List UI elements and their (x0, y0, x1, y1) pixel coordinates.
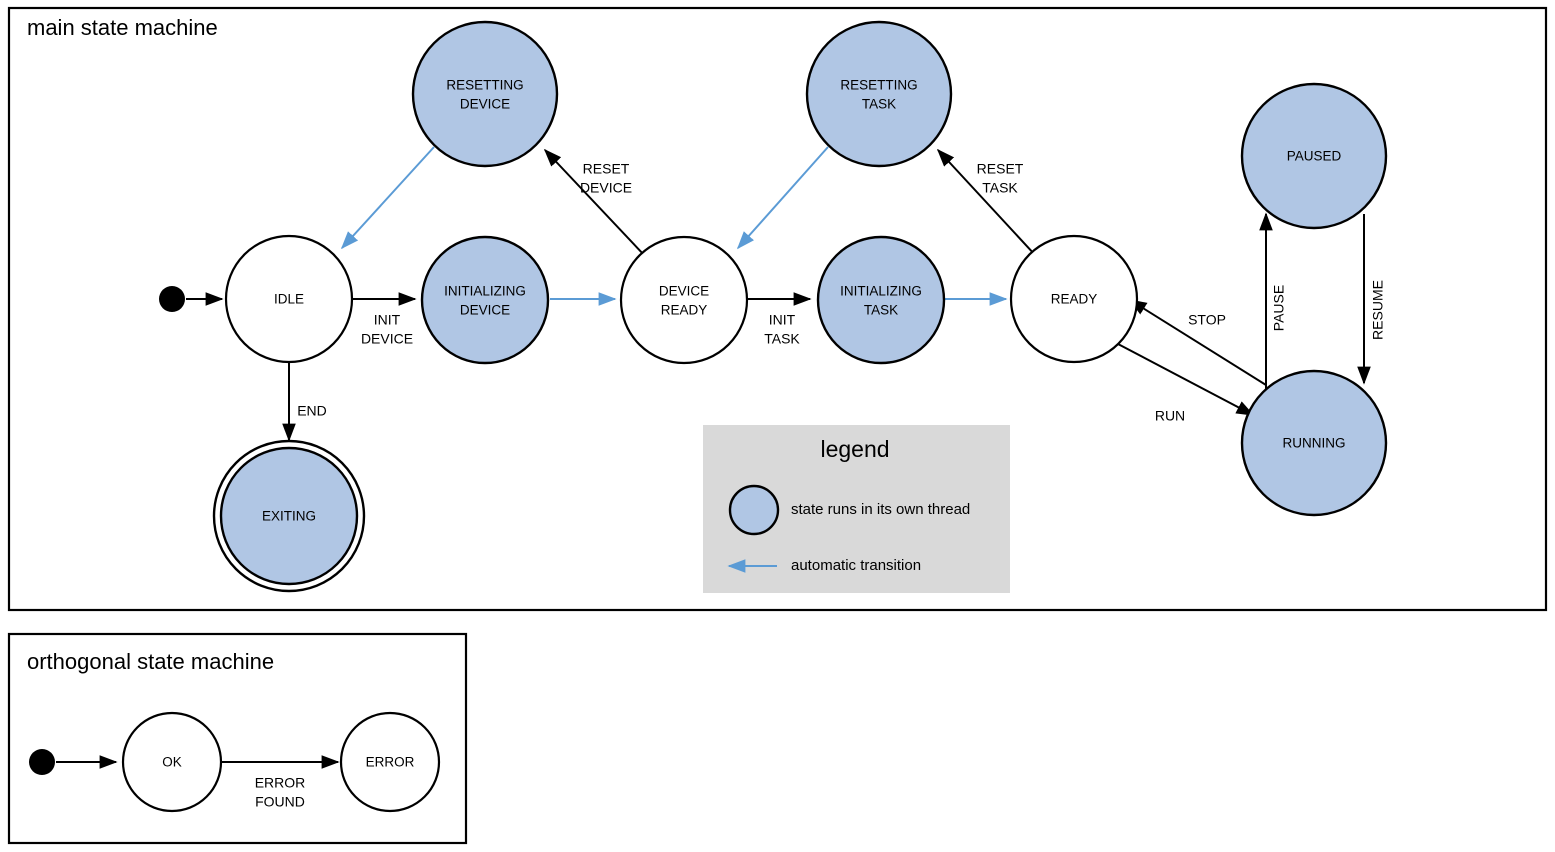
orthogonal-state-error-circle[interactable] (339, 711, 441, 813)
edge-run-line (1117, 343, 1255, 416)
state-exiting-label: EXITING (262, 509, 316, 524)
edge-auto-device-ready2-line (736, 146, 829, 250)
state-initializing-task-circle[interactable] (816, 235, 946, 365)
transition-auto-device-ready-2 (736, 146, 829, 250)
transition-resume: RESUME (1357, 214, 1386, 385)
transition-stop: STOP (1128, 299, 1267, 386)
state-device-ready-circle[interactable] (619, 235, 749, 365)
orthogonal-state-error[interactable]: ERROR (339, 711, 441, 813)
edge-label-init-device-line1: INIT (374, 312, 401, 328)
edge-reset-task-line (936, 148, 1037, 257)
state-initializing-device-circle[interactable] (420, 235, 550, 365)
state-device-ready[interactable]: DEVICE READY (619, 235, 749, 365)
edge-label-reset-task-line2: TASK (982, 180, 1018, 196)
initial-state-dot (159, 286, 185, 312)
state-resetting-device[interactable]: RESETTING DEVICE (411, 20, 559, 168)
state-exiting-outer-circle (212, 439, 366, 593)
edge-stop-line (1128, 299, 1267, 386)
edge-label-reset-task-line1: RESET (977, 161, 1024, 177)
legend-thread-state-circle (728, 484, 780, 536)
state-resetting-device-label-line2: DEVICE (460, 97, 510, 112)
state-device-ready-label-line1: DEVICE (659, 284, 709, 299)
edge-label-reset-device-line1: RESET (583, 161, 630, 177)
transition-reset-task: RESET TASK (936, 148, 1037, 257)
state-paused-circle[interactable] (1240, 82, 1388, 230)
transition-start-to-idle (159, 286, 224, 312)
state-resetting-task-label-line2: TASK (862, 97, 896, 112)
state-exiting-circle[interactable] (219, 446, 359, 586)
transition-run: RUN (1117, 343, 1255, 424)
transition-end: END (282, 362, 327, 442)
orthogonal-transition-start-to-ok (29, 749, 118, 775)
state-exiting[interactable]: EXITING (212, 439, 366, 593)
legend-thread-state-label: state runs in its own thread (791, 501, 970, 518)
edge-label-end: END (297, 403, 327, 419)
state-resetting-device-label-line1: RESETTING (446, 78, 523, 93)
legend-item-thread-state: state runs in its own thread (728, 484, 970, 536)
state-idle-label: IDLE (274, 292, 304, 307)
orthogonal-transition-error-found: ERROR FOUND (222, 755, 340, 810)
state-ready-label: READY (1051, 292, 1098, 307)
state-ready-circle[interactable] (1009, 234, 1139, 364)
edge-label-resume: RESUME (1370, 280, 1386, 340)
edge-auto-idle-line (340, 146, 435, 250)
orthogonal-state-error-label: ERROR (366, 755, 415, 770)
orthogonal-state-machine-title: orthogonal state machine (27, 649, 274, 674)
edge-label-init-device-line2: DEVICE (361, 331, 413, 347)
main-state-machine-title: main state machine (27, 15, 218, 40)
legend-title: legend (820, 436, 889, 462)
transition-init-task: INIT TASK (747, 292, 812, 347)
legend-automatic-transition-label: automatic transition (791, 557, 921, 574)
state-device-ready-label-line2: READY (661, 303, 708, 318)
state-initializing-device-label-line2: DEVICE (460, 303, 510, 318)
state-paused-label: PAUSED (1287, 149, 1342, 164)
state-idle[interactable]: IDLE (224, 234, 354, 364)
transition-auto-idle (340, 146, 435, 250)
legend-item-automatic-transition: automatic transition (727, 557, 921, 574)
edge-label-reset-device-line2: DEVICE (580, 180, 632, 196)
edge-label-stop: STOP (1188, 312, 1226, 328)
state-initializing-task-label-line2: TASK (864, 303, 898, 318)
legend: legend state runs in its own thread auto… (703, 425, 1010, 593)
state-paused[interactable]: PAUSED (1240, 82, 1388, 230)
edge-label-init-task-line2: TASK (764, 331, 800, 347)
state-resetting-task-circle[interactable] (805, 20, 953, 168)
orthogonal-state-ok[interactable]: OK (121, 711, 223, 813)
state-resetting-task-label-line1: RESETTING (840, 78, 917, 93)
state-initializing-task-label-line1: INITIALIZING (840, 284, 922, 299)
transition-reset-device: RESET DEVICE (543, 148, 646, 257)
state-ready[interactable]: READY (1009, 234, 1139, 364)
orthogonal-state-ok-label: OK (162, 755, 182, 770)
orthogonal-edge-label-error-found-line2: FOUND (255, 794, 305, 810)
state-initializing-device[interactable]: INITIALIZING DEVICE (420, 235, 550, 365)
state-running[interactable]: RUNNING (1240, 369, 1388, 517)
edge-label-run: RUN (1155, 408, 1185, 424)
transition-pause: PAUSE (1259, 212, 1287, 400)
state-running-circle[interactable] (1240, 369, 1388, 517)
state-running-label: RUNNING (1283, 436, 1346, 451)
orthogonal-initial-state-dot (29, 749, 55, 775)
edge-label-init-task-line1: INIT (769, 312, 796, 328)
transition-init-device: INIT DEVICE (352, 292, 417, 347)
state-idle-circle[interactable] (224, 234, 354, 364)
state-resetting-task[interactable]: RESETTING TASK (805, 20, 953, 168)
edge-label-pause: PAUSE (1271, 285, 1287, 331)
orthogonal-edge-label-error-found-line1: ERROR (255, 775, 306, 791)
state-resetting-device-circle[interactable] (411, 20, 559, 168)
edge-reset-device-line (543, 148, 646, 257)
state-initializing-task[interactable]: INITIALIZING TASK (816, 235, 946, 365)
state-initializing-device-label-line1: INITIALIZING (444, 284, 526, 299)
orthogonal-state-ok-circle[interactable] (121, 711, 223, 813)
